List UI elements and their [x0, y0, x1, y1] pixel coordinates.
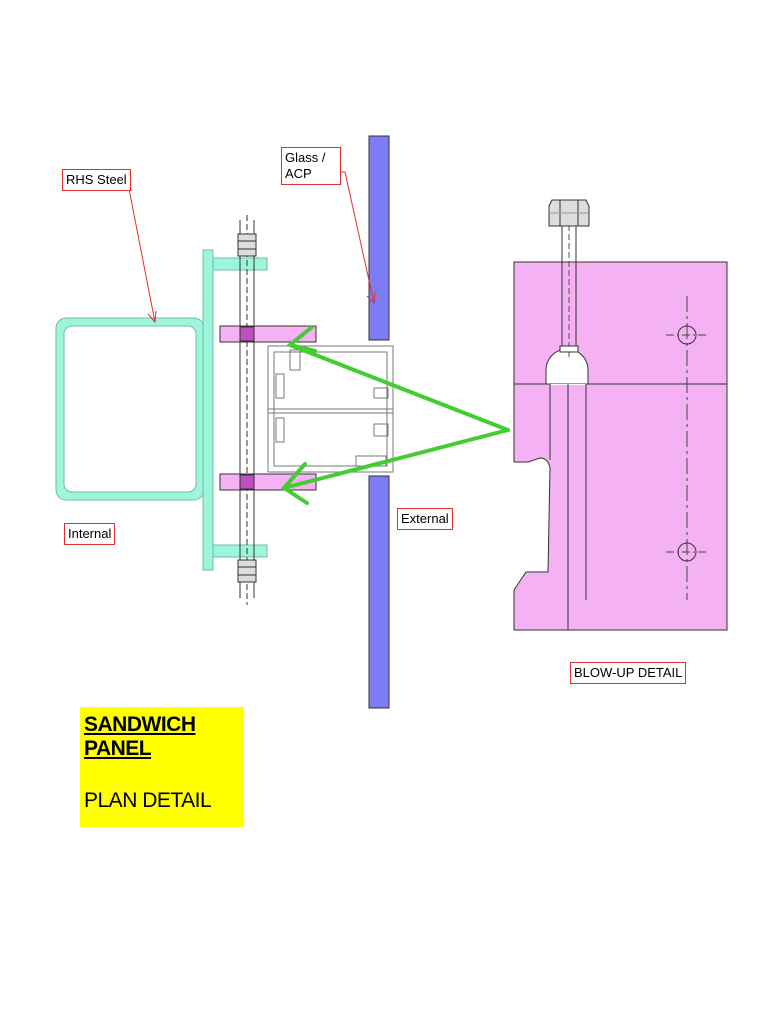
label-glass-acp: Glass / ACP [281, 147, 341, 185]
drawing-subtitle: PLAN DETAIL [84, 789, 212, 812]
clamp-plate-upper [219, 325, 317, 343]
bracket-plate [202, 249, 268, 571]
hex-bolt-head [548, 199, 590, 227]
label-external: External [397, 508, 453, 530]
glass-acp-panel [368, 135, 390, 709]
aluminium-profile [267, 345, 394, 473]
title-block: SANDWICH PANEL PLAN DETAIL [80, 707, 244, 827]
rhs-steel-tube [55, 317, 205, 501]
threaded-bolt [237, 215, 257, 605]
pointer-arrows [280, 325, 510, 505]
label-rhs-steel: RHS Steel [62, 169, 131, 191]
label-blow-up-detail: BLOW-UP DETAIL [570, 662, 687, 684]
drawing-title: SANDWICH PANEL [84, 713, 196, 760]
blow-up-clamp [513, 225, 728, 631]
label-internal: Internal [64, 523, 116, 545]
